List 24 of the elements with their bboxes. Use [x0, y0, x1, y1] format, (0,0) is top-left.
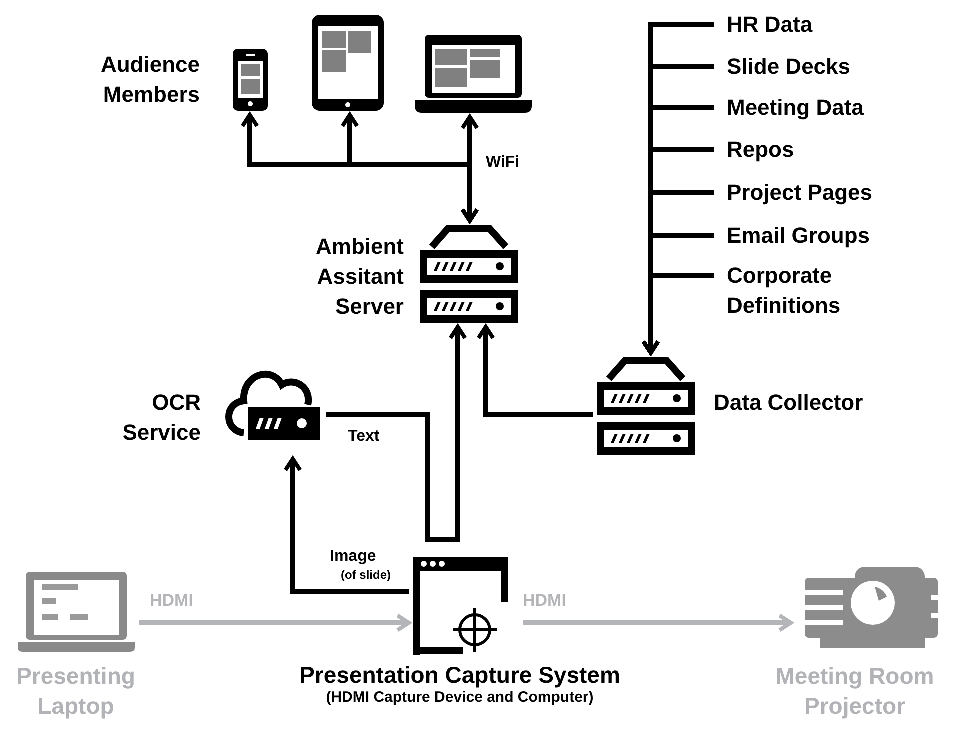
- node-label: Data Collector: [714, 389, 864, 417]
- node-label: Presentation Capture System: [298, 661, 622, 690]
- edge-note: (of slide): [340, 568, 391, 582]
- arrow: [523, 614, 793, 632]
- arrow: [460, 115, 480, 223]
- edge-label: Image: [330, 548, 376, 566]
- node-subtitle: (HDMI Capture Device and Computer): [325, 688, 595, 708]
- node-label: OCR Service: [122, 389, 201, 447]
- node-label: Meeting Room Projector: [774, 662, 936, 721]
- arrow: [284, 457, 409, 594]
- source-label: Repos: [727, 136, 796, 164]
- node-label: Presenting Laptop: [16, 662, 136, 721]
- source-label: Corporate Definitions: [727, 262, 842, 320]
- arrow: [326, 325, 468, 542]
- arrow: [139, 614, 411, 632]
- arrow: [642, 274, 714, 355]
- source-label: Email Groups: [727, 222, 872, 250]
- source-label: Slide Decks: [727, 53, 852, 81]
- arrow: [476, 325, 593, 418]
- source-label: HR Data: [727, 11, 814, 39]
- source-label: Meeting Data: [727, 94, 865, 122]
- group-label: Audience Members: [100, 51, 200, 109]
- node-label: Ambient Assitant Server: [315, 233, 404, 321]
- source-label: Project Pages: [727, 179, 874, 207]
